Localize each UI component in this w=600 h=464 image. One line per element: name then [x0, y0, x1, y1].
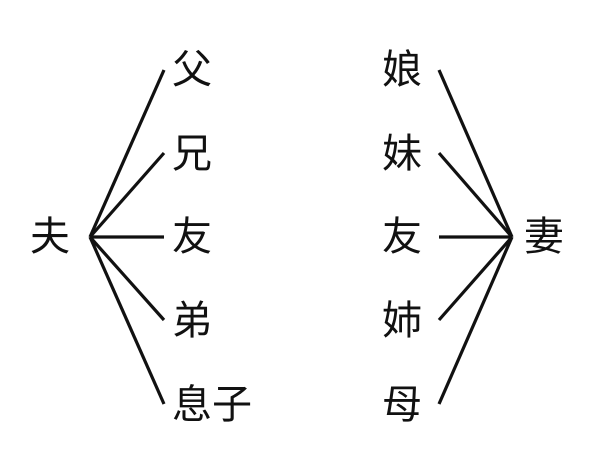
left-item-father: 父 [172, 47, 212, 93]
connector-left-1 [88, 151, 166, 239]
hub-label-husband: 夫 [30, 214, 70, 260]
left-item-son: 息子 [172, 382, 252, 428]
right-item-daughter: 娘 [382, 47, 422, 93]
left-item-older-brother: 兄 [172, 131, 212, 177]
hub-label-wife: 妻 [524, 214, 564, 260]
connector-right-0 [437, 69, 514, 238]
connector-right-4 [437, 236, 514, 405]
connector-right-1 [437, 151, 514, 239]
connector-left-3 [88, 235, 166, 322]
right-item-mother: 母 [382, 382, 422, 428]
right-item-younger-sister: 妹 [382, 131, 422, 177]
left-item-younger-brother: 弟 [172, 298, 212, 344]
right-item-friend: 友 [382, 214, 422, 260]
right-item-older-sister: 姉 [382, 298, 422, 344]
connector-right-3 [437, 235, 514, 322]
connector-left-0 [88, 69, 166, 238]
left-item-friend: 友 [172, 214, 212, 260]
connector-left-4 [88, 236, 166, 405]
